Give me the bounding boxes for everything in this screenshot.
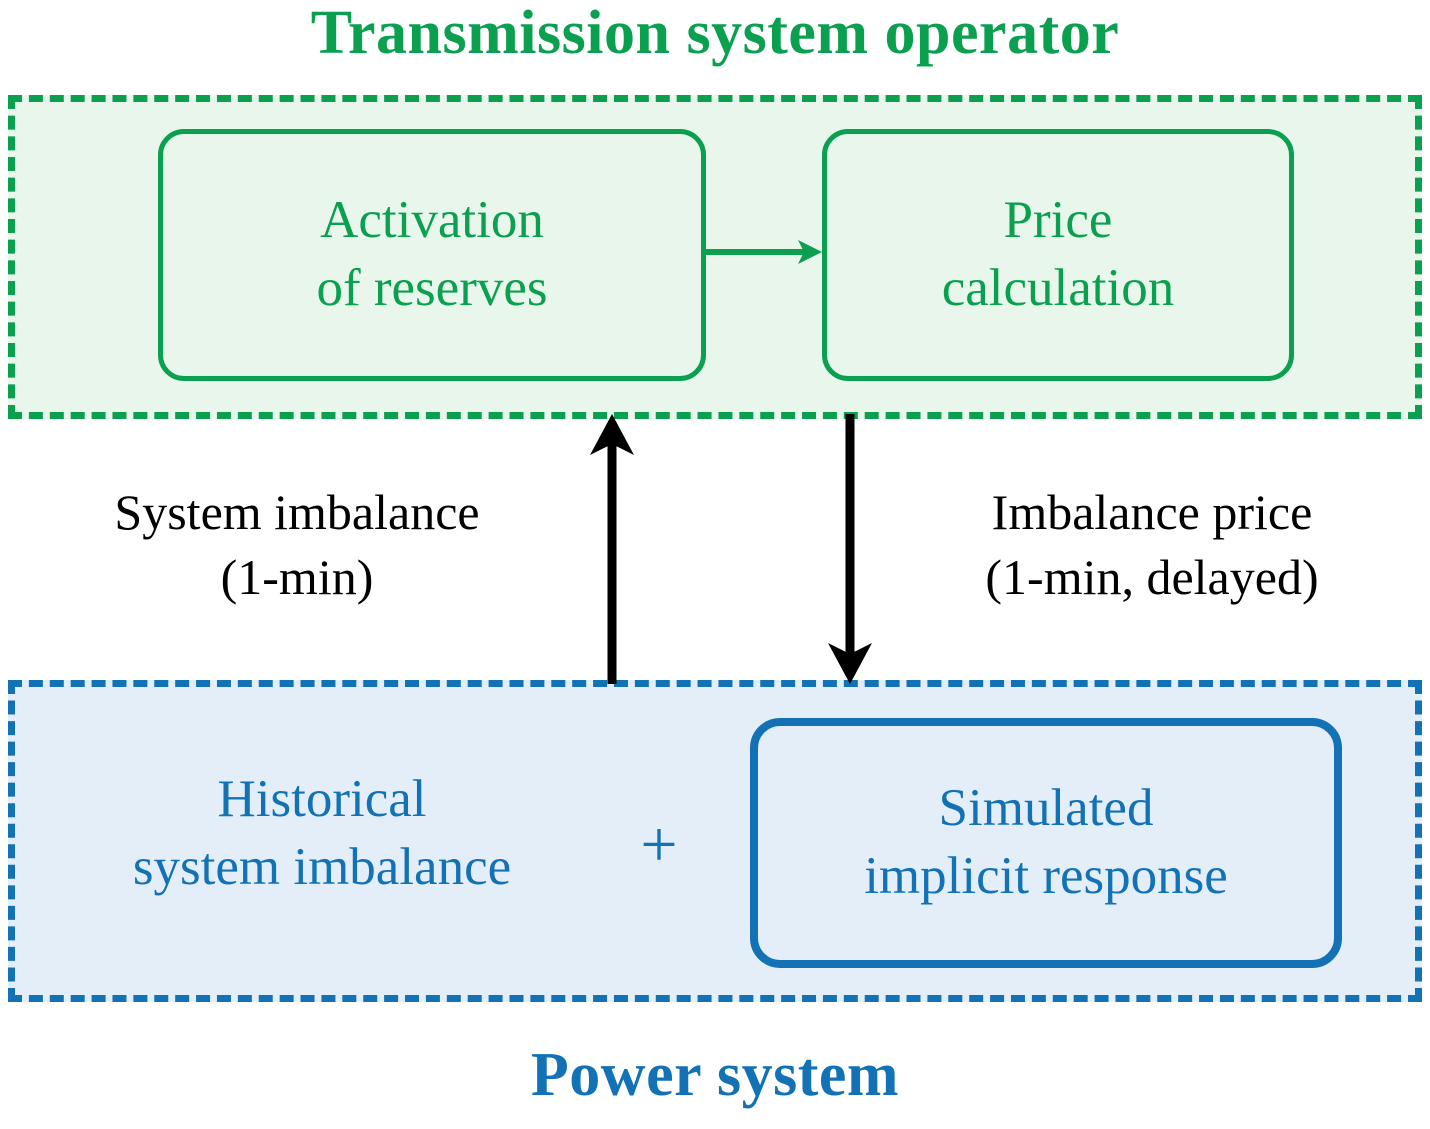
system-imbalance-arrow-icon: [590, 414, 634, 684]
node-price-calculation-label: Price calculation: [941, 191, 1175, 317]
node-simulated-implicit-response[interactable]: Simulated implicit response: [750, 718, 1342, 968]
node-historical-system-imbalance: Historical system imbalance: [132, 770, 512, 896]
plus-operator-icon: +: [640, 808, 678, 881]
system-imbalance-arrow-label: System imbalance (1-min): [114, 484, 480, 605]
imbalance-price-arrow-icon: [828, 414, 872, 684]
node-price-calculation[interactable]: Price calculation: [822, 129, 1294, 381]
tso-region-title: Transmission system operator: [310, 0, 1120, 67]
node-activation-of-reserves-label: Activation of reserves: [316, 191, 548, 317]
node-activation-of-reserves[interactable]: Activation of reserves: [158, 129, 706, 381]
node-simulated-implicit-response-label: Simulated implicit response: [864, 779, 1228, 905]
imbalance-price-arrow-label: Imbalance price (1-min, delayed): [985, 484, 1319, 605]
power-system-region-title: Power system: [530, 1041, 900, 1109]
